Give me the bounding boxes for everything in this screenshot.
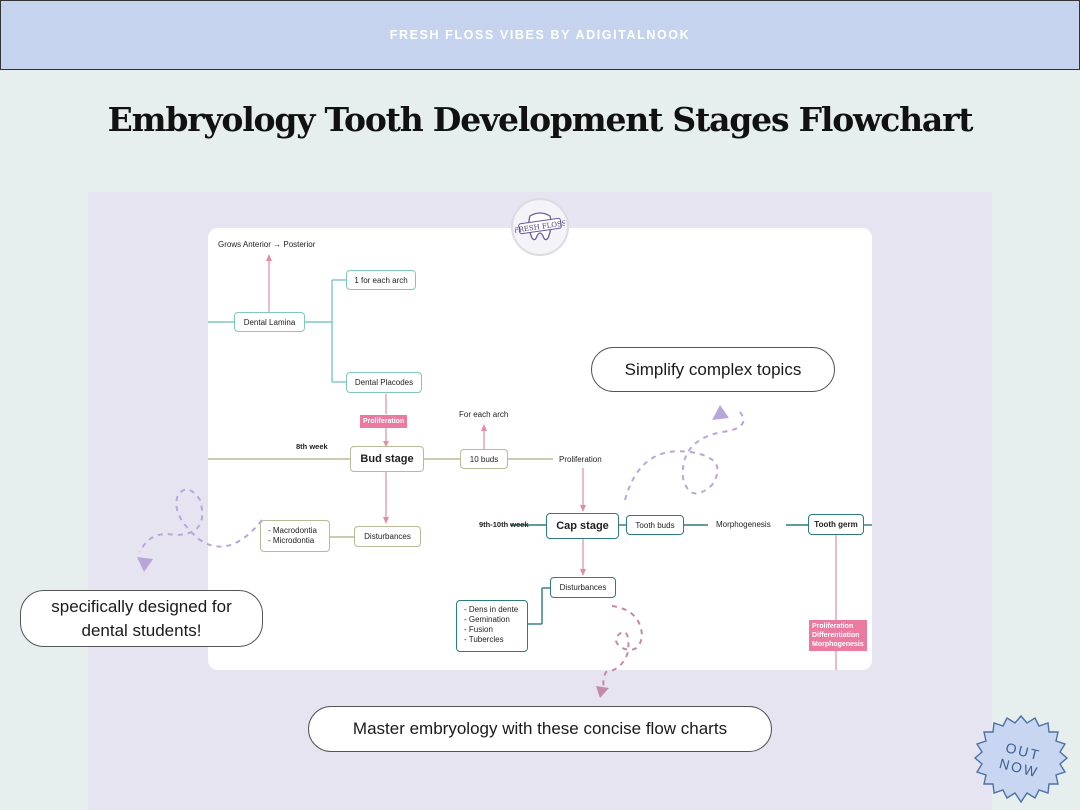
week-8-label: 8th week (296, 442, 328, 451)
banner-text: FRESH FLOSS VIBES BY ADIGITALNOOK (389, 28, 691, 42)
page-title: Embryology Tooth Development Stages Flow… (107, 100, 974, 139)
tag-line: Morphogenesis (812, 641, 864, 648)
list-item: - Macrodontia (268, 526, 317, 535)
one-each-arch-node: 1 for each arch (346, 270, 416, 290)
master-callout: Master embryology with these concise flo… (308, 706, 772, 752)
proliferation-tag: Proliferation (360, 415, 408, 428)
list-item: - Fusion (464, 625, 493, 634)
list-item: - Dens in dente (464, 605, 519, 614)
list-item: - Tubercles (464, 635, 504, 644)
disturbances-2-node: Disturbances (550, 577, 616, 598)
tooth-icon: FRESH FLOSS (515, 212, 565, 241)
for-each-arch-label: For each arch (459, 410, 509, 419)
list-item: - Gemination (464, 615, 510, 624)
bud-stage-node: Bud stage (350, 446, 424, 472)
flowchart-card: Grows Anterior → Posterior Dental Lamina… (208, 228, 872, 670)
morphogenesis-label: Morphogenesis (716, 520, 771, 529)
ten-buds-node: 10 buds (460, 449, 508, 469)
disturbances-2-list: - Dens in dente - Gemination - Fusion - … (456, 600, 528, 652)
simplify-callout: Simplify complex topics (591, 347, 835, 392)
star-badge-icon (973, 714, 1069, 804)
students-callout: specifically designed for dental student… (20, 590, 263, 647)
disturbances-1-node: Disturbances (354, 526, 421, 547)
week-9-10-label: 9th-10th week (479, 520, 529, 529)
dental-lamina-node: Dental Lamina (234, 312, 305, 332)
disturbances-1-list: - Macrodontia - Microdontia (260, 520, 330, 552)
top-banner: FRESH FLOSS VIBES BY ADIGITALNOOK (0, 0, 1080, 70)
dental-placodes-node: Dental Placodes (346, 372, 422, 393)
tooth-germ-node: Tooth germ (808, 514, 864, 535)
out-now-badge: OUT NOW (972, 714, 1070, 806)
tag-line: Proliferation (812, 623, 854, 630)
proliferation-label: Proliferation (559, 455, 602, 464)
tag-line: Differentiation (812, 632, 860, 639)
grows-label: Grows Anterior → Posterior (218, 240, 316, 249)
list-item: - Microdontia (268, 536, 315, 545)
fresh-floss-logo: FRESH FLOSS (511, 198, 569, 256)
tooth-buds-node: Tooth buds (626, 515, 684, 535)
cap-stage-node: Cap stage (546, 513, 619, 539)
pink-multi-tag: Proliferation Differentiation Morphogene… (809, 620, 867, 651)
